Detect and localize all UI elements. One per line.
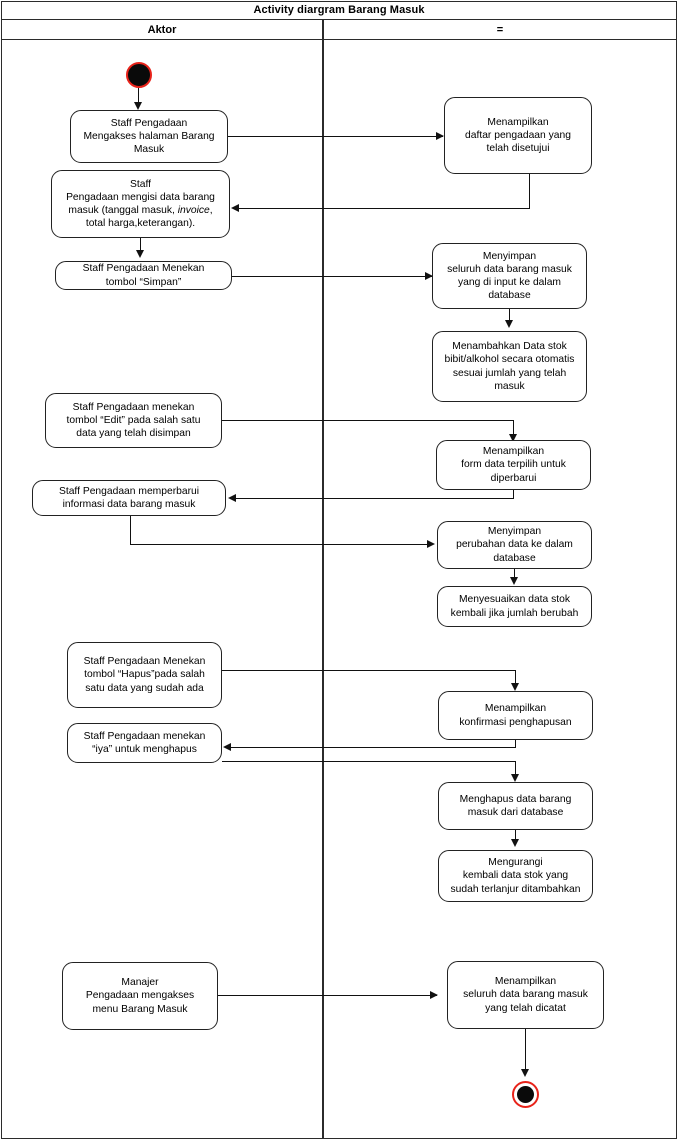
diagram-title: Activity diargram Barang Masuk [1, 1, 677, 20]
connector-n7-to-n8-v [513, 420, 515, 437]
connector-n8-down [513, 490, 515, 499]
arrowhead-n3-to-n4 [136, 250, 145, 258]
arrowhead-n10-to-n11 [510, 577, 519, 585]
arrowhead-n13-to-n14 [223, 743, 231, 751]
connector-n5-to-n6 [509, 309, 511, 323]
arrowhead-n9-to-n10 [427, 540, 435, 548]
connector-n13-down [515, 740, 517, 748]
connector-n7-to-n8-h [222, 420, 514, 422]
connector-n3-to-n4 [140, 238, 142, 253]
arrowhead-start-to-n1 [134, 102, 143, 110]
connector-n13-to-n14 [231, 747, 516, 749]
connector-n2-down [529, 174, 531, 209]
arrowhead-n8-to-n9 [228, 494, 236, 502]
connector-n4-to-n5 [232, 276, 432, 278]
arrowhead-n14-to-n15 [511, 774, 520, 782]
start-node [126, 62, 152, 88]
connector-n8-to-n9 [236, 498, 514, 500]
end-node [512, 1081, 539, 1108]
connector-n12-to-n13-v [515, 670, 517, 686]
connector-n17-to-n18 [218, 995, 437, 997]
connector-n18-to-end [525, 1029, 527, 1073]
arrowhead-n5-to-n6 [505, 320, 514, 328]
connector-n2-to-n3 [239, 208, 530, 210]
arrowhead-n1-to-n2 [436, 131, 444, 140]
arrowhead-n18-to-end [521, 1069, 530, 1077]
connector-n9-to-n10 [130, 544, 433, 546]
connector-n14-to-n15-v [515, 761, 517, 777]
arrowhead-n2-to-n3 [231, 204, 239, 212]
connector-start-to-n1 [138, 88, 140, 106]
connector-n14-to-n15-h [222, 761, 516, 763]
connector-n12-to-n13-h [222, 670, 516, 672]
node-konfirmasi-iya: Staff Pengadaan menekan“iya” untuk mengh… [67, 723, 222, 763]
arrowhead-n4-to-n5 [425, 271, 433, 280]
lane-divider [322, 20, 324, 1139]
lane-header-sistem: = [323, 20, 677, 40]
arrowhead-n12-to-n13 [511, 683, 520, 691]
arrowhead-n17-to-n18 [430, 991, 438, 999]
arrowhead-n7-to-n8 [509, 434, 518, 442]
connector-n15-to-n16 [515, 830, 517, 842]
node-konfirmasi-iya-text: Staff Pengadaan menekan“iya” untuk mengh… [83, 730, 206, 755]
connector-n1-to-n2 [228, 136, 443, 138]
connector-n9-down [130, 516, 132, 545]
lane-header-aktor: Aktor [1, 20, 323, 40]
arrowhead-n15-to-n16 [511, 839, 520, 847]
connector-n10-to-n11 [514, 569, 516, 580]
